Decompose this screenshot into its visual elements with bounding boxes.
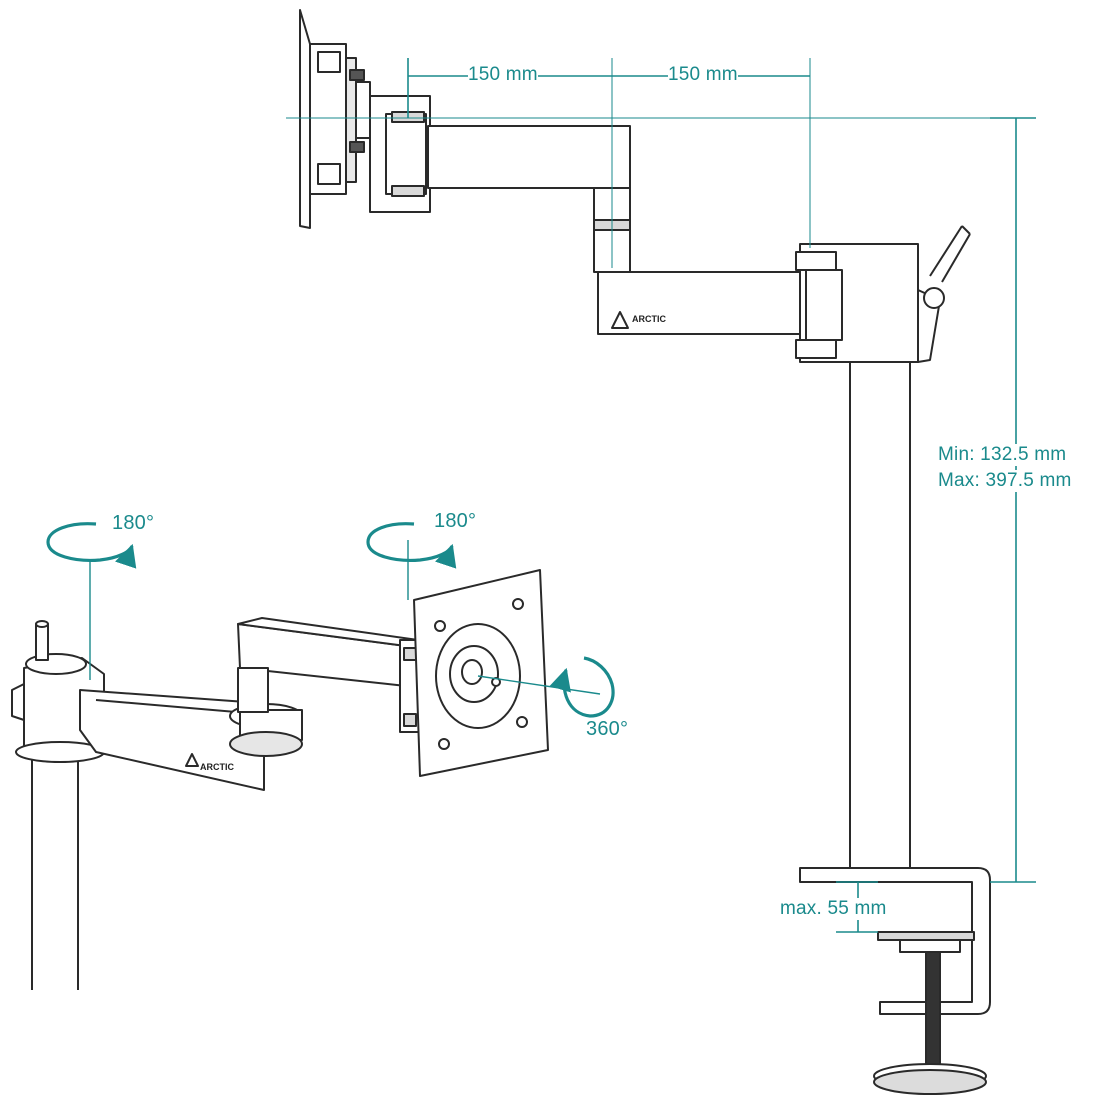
tilt-joint-side — [369, 95, 431, 213]
joint-rotation-label: 180° — [434, 510, 477, 532]
rotate-arrow-base — [46, 522, 137, 569]
plate-rotation-label: 360° — [586, 718, 629, 740]
side-view-mount: ARCTIC — [299, 9, 991, 1095]
pole-head-side — [795, 225, 971, 363]
perspective-view-mount: ARCTIC — [11, 569, 549, 990]
upper-arm-side — [427, 125, 631, 273]
lower-arm-side: ARCTIC — [597, 271, 805, 335]
base-rotation-label: 180° — [112, 512, 155, 534]
brand-logo-side: ARCTIC — [632, 314, 666, 324]
vesa-plate-side — [299, 9, 371, 229]
desk-clamp — [799, 867, 991, 1095]
rotate-arrow-plate — [549, 656, 615, 718]
upper-arm-perspective — [237, 617, 419, 713]
height-min-label: Min: 132.5 mm — [938, 444, 1067, 466]
rotation-indicators — [89, 540, 601, 695]
clamp-thickness-label: max. 55 mm — [780, 898, 887, 920]
height-max-label: Max: 397.5 mm — [938, 470, 1072, 492]
arm2-length-label: 150 mm — [668, 64, 738, 86]
rotate-arrow-joint — [366, 522, 457, 569]
elbow-joint-perspective — [229, 703, 303, 757]
lower-arm-perspective: ARCTIC — [79, 689, 265, 791]
vesa-plate-perspective — [413, 569, 549, 777]
arm1-length-label: 150 mm — [468, 64, 538, 86]
pole-perspective — [31, 760, 79, 990]
brand-logo-perspective: ARCTIC — [200, 762, 234, 772]
pole — [849, 362, 911, 870]
